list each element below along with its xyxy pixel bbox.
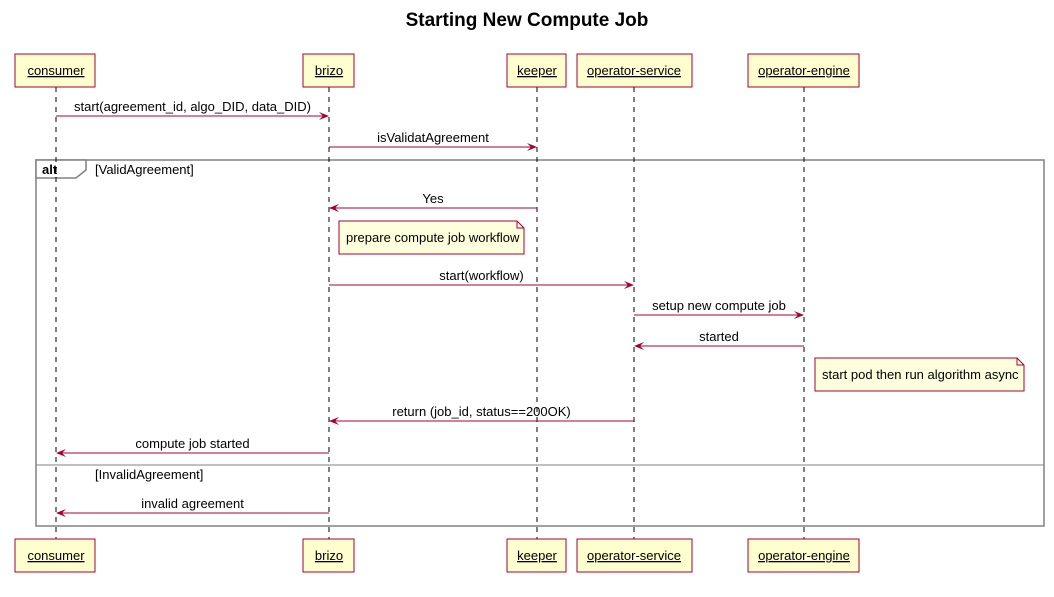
participant-box-brizo-bottom: [302, 538, 355, 573]
message-arrowhead-9: [56, 509, 66, 517]
note-fold-1: [516, 221, 524, 229]
message-label-3: Yes: [422, 191, 444, 206]
message-label-7: return (job_id, status==200OK): [392, 404, 571, 419]
message-arrowhead-8: [56, 449, 66, 457]
participant-box-keeper-bottom: [506, 538, 567, 573]
message-arrowhead-6: [634, 342, 644, 350]
participant-label-operator_service-top: operator-service: [587, 63, 681, 78]
message-arrowhead-1: [319, 112, 329, 120]
message-arrowhead-7: [329, 417, 339, 425]
participant-box-consumer-bottom: [14, 538, 96, 573]
alt-guard-invalid: [InvalidAgreement]: [95, 467, 203, 482]
participant-box-operator_engine-top: [747, 53, 860, 88]
message-label-2: isValidatAgreement: [377, 130, 489, 145]
note-fold-2: [1016, 358, 1024, 366]
participant-box-consumer-top: [14, 53, 96, 88]
message-arrowhead-3: [329, 204, 339, 212]
message-label-8: compute job started: [135, 436, 249, 451]
participant-label-consumer-top: consumer: [27, 63, 85, 78]
message-label-6: started: [699, 329, 739, 344]
participant-box-operator_service-top: [576, 53, 693, 88]
participant-box-operator_engine-bottom: [747, 538, 860, 573]
participant-label-operator_engine-top: operator-engine: [758, 63, 850, 78]
note-label-1: prepare compute job workflow: [346, 230, 520, 245]
message-label-1: start(agreement_id, algo_DID, data_DID): [74, 99, 311, 114]
participant-label-consumer-bottom: consumer: [27, 548, 85, 563]
alt-fragment-frame: [35, 159, 1045, 527]
message-arrowhead-2: [527, 143, 537, 151]
participant-box-keeper-top: [506, 53, 567, 88]
message-arrowhead-4: [624, 281, 634, 289]
note-box-1: [338, 220, 525, 255]
participant-label-brizo-top: brizo: [315, 63, 343, 78]
alt-fragment-label: alt: [42, 162, 58, 177]
participant-label-brizo-bottom: brizo: [315, 548, 343, 563]
message-label-5: setup new compute job: [652, 298, 786, 313]
note-box-2: [814, 357, 1025, 392]
participant-label-keeper-top: keeper: [517, 63, 557, 78]
participant-box-brizo-top: [302, 53, 355, 88]
participant-label-operator_engine-bottom: operator-engine: [758, 548, 850, 563]
participant-label-operator_service-bottom: operator-service: [587, 548, 681, 563]
message-arrowhead-5: [794, 311, 804, 319]
note-label-2: start pod then run algorithm async: [822, 367, 1019, 382]
participant-box-operator_service-bottom: [576, 538, 693, 573]
message-label-4: start(workflow): [439, 268, 524, 283]
alt-fragment-tab: [35, 159, 87, 179]
message-label-9: invalid agreement: [141, 496, 244, 511]
diagram-title: Starting New Compute Job: [405, 10, 649, 31]
alt-guard-valid: [ValidAgreement]: [95, 162, 194, 177]
participant-label-keeper-bottom: keeper: [517, 548, 557, 563]
